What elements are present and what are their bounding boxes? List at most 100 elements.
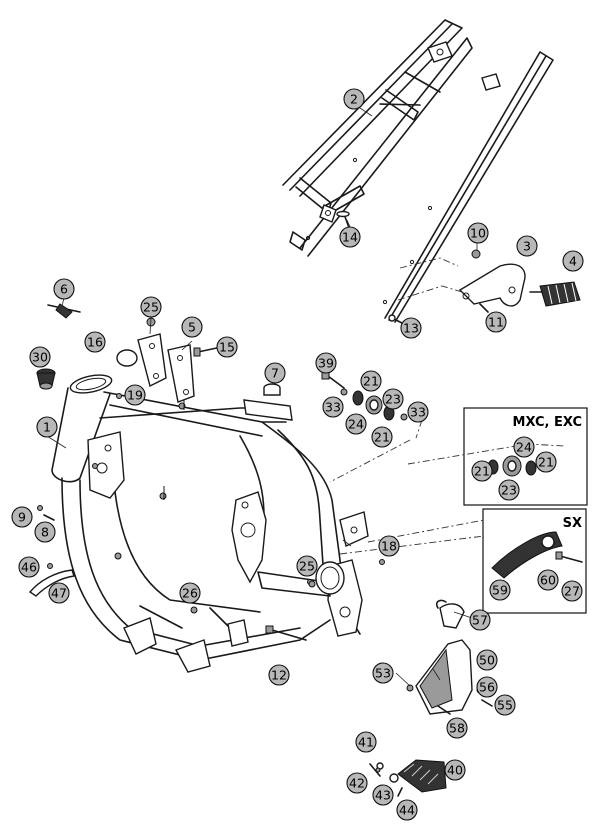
svg-text:53: 53 — [375, 666, 391, 681]
svg-text:6: 6 — [60, 282, 68, 297]
bolt-part-26 — [190, 606, 198, 614]
sx-title: SX — [563, 516, 582, 531]
svg-text:58: 58 — [449, 721, 465, 736]
callout-47: 47 — [48, 582, 70, 604]
part-46 — [47, 563, 53, 569]
callout-25a: 25 — [140, 296, 162, 318]
callout-25b: 25 — [296, 555, 318, 577]
nut-part-lower — [308, 580, 316, 588]
callout-56: 56 — [476, 676, 498, 698]
callout-44: 44 — [396, 799, 418, 821]
svg-text:10: 10 — [470, 226, 486, 241]
callout-21b: 21 — [371, 426, 393, 448]
bracket-parts — [137, 333, 195, 403]
svg-text:21: 21 — [363, 374, 379, 389]
callout-11: 11 — [485, 311, 507, 333]
svg-text:21: 21 — [474, 464, 490, 479]
callout-21d: 21 — [535, 451, 557, 473]
svg-text:12: 12 — [271, 668, 287, 683]
svg-text:13: 13 — [403, 321, 419, 336]
callout-39: 39 — [315, 352, 337, 374]
svg-text:11: 11 — [488, 315, 504, 330]
peg-assembly-part — [369, 759, 447, 797]
callout-4: 4 — [562, 250, 584, 272]
svg-text:5: 5 — [188, 320, 196, 335]
callout-7: 7 — [264, 362, 286, 384]
callout-6: 6 — [53, 278, 75, 300]
callout-8: 8 — [34, 521, 56, 543]
svg-text:9: 9 — [18, 510, 26, 525]
callout-23a: 23 — [382, 388, 404, 410]
svg-text:21: 21 — [538, 455, 554, 470]
chain-guide-part — [406, 599, 493, 715]
svg-text:44: 44 — [399, 803, 415, 818]
bolt-part-12 — [265, 625, 307, 641]
steering-bearing-part — [36, 368, 56, 390]
callout-21c: 21 — [471, 460, 493, 482]
svg-text:25: 25 — [299, 559, 315, 574]
svg-text:47: 47 — [51, 586, 67, 601]
svg-text:30: 30 — [32, 350, 48, 365]
plug-cap-part — [116, 349, 138, 367]
callout-40: 40 — [444, 759, 466, 781]
callout-42: 42 — [346, 772, 368, 794]
svg-text:4: 4 — [569, 254, 577, 269]
svg-text:26: 26 — [182, 586, 198, 601]
footrest-bracket-part — [458, 263, 526, 307]
nut-part-10 — [471, 249, 481, 259]
callout-43: 43 — [372, 784, 394, 806]
callout-9: 9 — [11, 506, 33, 528]
pivot-hardware-stack — [321, 371, 408, 421]
callout-1: 1 — [36, 416, 58, 438]
callout-57: 57 — [469, 609, 491, 631]
svg-text:15: 15 — [219, 340, 235, 355]
subframe — [282, 19, 554, 323]
bolt-part-11 — [479, 303, 489, 313]
svg-text:55: 55 — [497, 698, 513, 713]
svg-text:8: 8 — [41, 525, 49, 540]
mxc-exc-title: MXC, EXC — [513, 415, 582, 430]
svg-text:56: 56 — [479, 680, 495, 695]
svg-text:27: 27 — [564, 584, 580, 599]
callout-59: 59 — [489, 579, 511, 601]
footpeg-part — [529, 281, 581, 307]
svg-text:14: 14 — [342, 230, 358, 245]
callout-19: 19 — [124, 384, 146, 406]
callout-26: 26 — [179, 582, 201, 604]
callout-12: 12 — [268, 664, 290, 686]
svg-text:40: 40 — [447, 763, 463, 778]
svg-text:42: 42 — [349, 776, 365, 791]
svg-text:1: 1 — [43, 420, 51, 435]
svg-text:23: 23 — [385, 392, 401, 407]
svg-text:2: 2 — [350, 92, 358, 107]
callout-60: 60 — [537, 569, 559, 591]
callout-53: 53 — [372, 662, 394, 684]
callout-24a: 24 — [345, 413, 367, 435]
svg-text:3: 3 — [523, 239, 531, 254]
part-9 — [37, 505, 43, 511]
callout-10: 10 — [467, 222, 489, 244]
callout-21a: 21 — [360, 370, 382, 392]
callout-16: 16 — [84, 331, 106, 353]
callout-2: 2 — [343, 88, 365, 110]
callout-58: 58 — [446, 717, 468, 739]
callout-41: 41 — [355, 731, 377, 753]
svg-text:59: 59 — [492, 583, 508, 598]
svg-text:16: 16 — [87, 335, 103, 350]
svg-text:33: 33 — [325, 400, 341, 415]
svg-text:33: 33 — [410, 405, 426, 420]
cap-part-7 — [263, 383, 281, 396]
svg-text:60: 60 — [540, 573, 556, 588]
svg-text:24: 24 — [348, 417, 364, 432]
callout-55: 55 — [494, 694, 516, 716]
svg-text:46: 46 — [21, 560, 37, 575]
svg-text:18: 18 — [381, 539, 397, 554]
small-plug-part — [116, 393, 122, 399]
leader-lines — [46, 105, 478, 687]
clip-part — [47, 303, 81, 319]
svg-text:25: 25 — [143, 300, 159, 315]
svg-text:50: 50 — [479, 653, 495, 668]
part-8 — [43, 514, 55, 521]
svg-text:19: 19 — [127, 388, 143, 403]
